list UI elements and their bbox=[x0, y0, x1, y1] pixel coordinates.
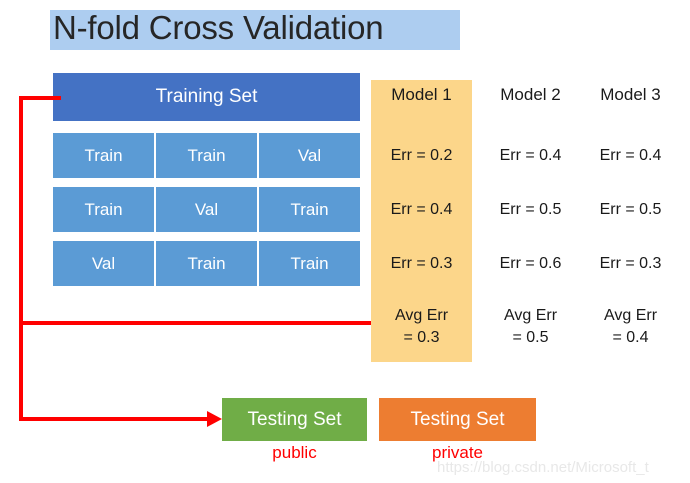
title-highlight-band bbox=[50, 10, 460, 50]
fold-cell-label: Train bbox=[84, 145, 123, 165]
model-column-1: Model 1 Err = 0.2 Err = 0.4 Err = 0.3 Av… bbox=[371, 80, 472, 362]
model-1-error-1: Err = 0.4 bbox=[390, 201, 453, 218]
connector-to-testing-set bbox=[19, 417, 215, 421]
model-2-error-0: Err = 0.4 bbox=[499, 147, 562, 164]
fold-cell-r1c1: Val bbox=[156, 187, 257, 232]
model-3-average-value: = 0.4 bbox=[612, 329, 649, 346]
testing-set-public-box: Testing Set bbox=[222, 398, 367, 441]
model-3-error-1: Err = 0.5 bbox=[599, 201, 662, 218]
model-2-average: Avg Err = 0.5 bbox=[480, 305, 581, 349]
model-column-2: Model 2 Err = 0.4 Err = 0.5 Err = 0.6 Av… bbox=[480, 80, 581, 362]
fold-cell-r2c0: Val bbox=[53, 241, 154, 286]
page-title: N-fold Cross Validation bbox=[53, 9, 384, 46]
fold-cell-r2c2: Train bbox=[259, 241, 360, 286]
model-2-average-value: = 0.5 bbox=[512, 329, 549, 346]
model-header-3: Model 3 bbox=[600, 85, 661, 104]
fold-cell-label: Train bbox=[290, 199, 329, 219]
connector-vertical-spine bbox=[19, 96, 23, 421]
fold-cell-r0c2: Val bbox=[259, 133, 360, 178]
model-3-error-2: Err = 0.3 bbox=[599, 255, 662, 272]
connector-to-training-set bbox=[19, 96, 61, 100]
fold-cell-label: Val bbox=[91, 253, 116, 273]
fold-cell-r1c0: Train bbox=[53, 187, 154, 232]
fold-cell-r1c2: Train bbox=[259, 187, 360, 232]
fold-cell-label: Train bbox=[290, 253, 329, 273]
model-2-average-label: Avg Err bbox=[503, 307, 558, 324]
model-2-error-2: Err = 0.6 bbox=[499, 255, 562, 272]
testing-set-public-label: Testing Set bbox=[247, 408, 342, 430]
model-column-3: Model 3 Err = 0.4 Err = 0.5 Err = 0.3 Av… bbox=[580, 80, 681, 362]
fold-cell-r0c0: Train bbox=[53, 133, 154, 178]
fold-cell-label: Train bbox=[187, 145, 226, 165]
connector-to-model-columns bbox=[19, 321, 371, 325]
training-set-box: Training Set bbox=[53, 73, 360, 121]
model-1-error-2: Err = 0.3 bbox=[390, 255, 453, 272]
model-1-average-label: Avg Err bbox=[394, 307, 449, 324]
model-1-error-0: Err = 0.2 bbox=[390, 147, 453, 164]
model-1-average: Avg Err = 0.3 bbox=[371, 305, 472, 349]
testing-set-private-sublabel: private bbox=[431, 443, 484, 462]
fold-cell-r2c1: Train bbox=[156, 241, 257, 286]
model-3-average: Avg Err = 0.4 bbox=[580, 305, 681, 349]
fold-cell-label: Val bbox=[194, 199, 219, 219]
fold-cell-label: Val bbox=[297, 145, 322, 165]
model-3-error-0: Err = 0.4 bbox=[599, 147, 662, 164]
testing-set-public-sublabel: public bbox=[272, 443, 317, 462]
fold-cell-r0c1: Train bbox=[156, 133, 257, 178]
model-header-1: Model 1 bbox=[391, 85, 452, 104]
model-3-average-label: Avg Err bbox=[603, 307, 658, 324]
fold-cell-label: Train bbox=[84, 199, 123, 219]
model-2-error-1: Err = 0.5 bbox=[499, 201, 562, 218]
training-set-label: Training Set bbox=[155, 86, 258, 107]
model-header-2: Model 2 bbox=[500, 85, 561, 104]
arrowhead-icon bbox=[207, 411, 222, 427]
fold-cell-label: Train bbox=[187, 253, 226, 273]
model-1-average-value: = 0.3 bbox=[403, 329, 440, 346]
watermark: https://blog.csdn.net/Microsoft_t bbox=[437, 459, 649, 476]
testing-set-private-box: Testing Set bbox=[379, 398, 536, 441]
testing-set-private-label: Testing Set bbox=[410, 408, 505, 430]
model1-highlight-band bbox=[371, 80, 472, 362]
